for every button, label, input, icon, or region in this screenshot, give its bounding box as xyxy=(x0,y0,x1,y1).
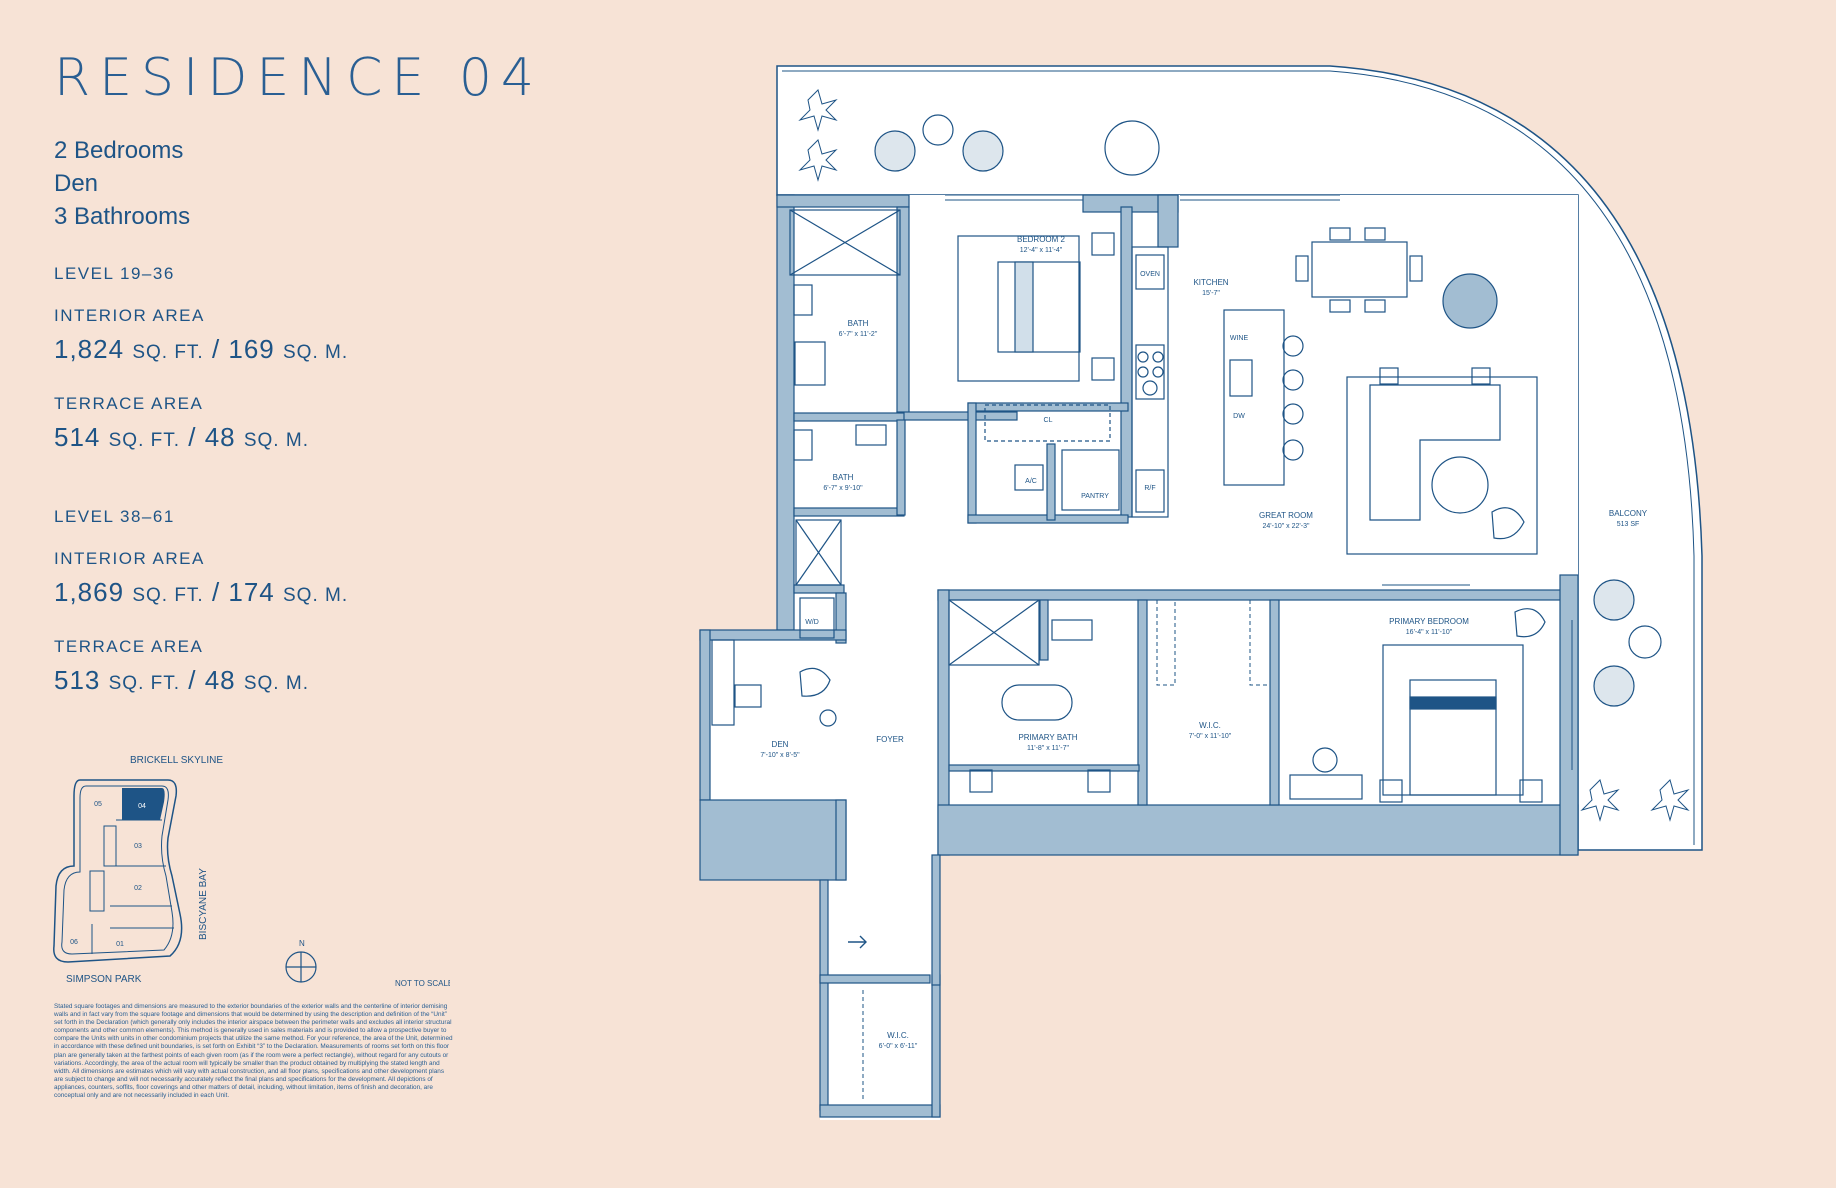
room-dimensions: 15'-7" xyxy=(1202,290,1220,297)
entry-arrow-icon xyxy=(848,935,867,949)
fixture-label: CL xyxy=(1044,417,1053,424)
key-plan-inner xyxy=(61,785,174,955)
room-name: W.I.C. xyxy=(1199,721,1221,730)
terrace xyxy=(776,65,1703,851)
walls xyxy=(699,194,1579,1118)
bar-stools xyxy=(1282,335,1304,461)
bedroom-count: 2 Bedrooms xyxy=(54,137,184,164)
room-dimensions: 16'-4" x 11'-10" xyxy=(1406,629,1453,636)
page-title: RESIDENCE 04 xyxy=(54,48,543,108)
room-dimensions: 24'-10" x 22'-3" xyxy=(1263,523,1310,530)
scale-note: NOT TO SCALE xyxy=(395,979,450,988)
unit-summary: 2 Bedrooms Den 3 Bathrooms xyxy=(54,134,190,233)
terrace-railing xyxy=(782,70,1695,845)
plant-icon xyxy=(798,89,1690,822)
room-name: FOYER xyxy=(876,735,904,744)
key-plan-unit-label: 05 xyxy=(94,801,102,808)
interior-area-label: INTERIOR AREA xyxy=(54,306,205,325)
shower-icon xyxy=(789,209,1040,666)
room-name: PRIMARY BEDROOM xyxy=(1389,617,1469,626)
bed-icon xyxy=(957,232,1115,382)
room-dimensions: 513 SF xyxy=(1617,521,1640,528)
room-dimensions: 12'-4" x 11'-4" xyxy=(1020,247,1063,254)
dining-table-icon xyxy=(1295,227,1423,313)
curtain-wall xyxy=(1339,194,1579,557)
room-name: KITCHEN xyxy=(1193,278,1228,287)
sofa-icon xyxy=(1346,367,1538,555)
key-plan-side-label: BISCYANE BAY xyxy=(198,868,209,940)
interior-area-label: INTERIOR AREA xyxy=(54,549,205,568)
key-plan-unit-label: 03 xyxy=(134,843,142,850)
fixture-label: R/F xyxy=(1144,485,1155,492)
interior-floor xyxy=(777,195,1578,850)
bathroom-count: 3 Bathrooms xyxy=(54,203,191,230)
room-dimensions: 7'-10" x 8'-5" xyxy=(760,752,800,759)
room-dimensions: 6'-7" x 11'-2" xyxy=(839,331,878,338)
room-dimensions: 6'-0" x 6'-11" xyxy=(879,1043,918,1050)
disclaimer-text: Stated square footages and dimensions ar… xyxy=(54,1003,453,1100)
level-range: LEVEL 38–61 xyxy=(54,507,175,526)
interior-area-value: 1,824 SQ. FT. / 169 SQ. M. xyxy=(54,334,349,364)
toilet-icon xyxy=(793,284,1111,793)
fixture-label: OVEN xyxy=(1140,271,1160,278)
terrace-area-value: 513 SQ. FT. / 48 SQ. M. xyxy=(54,665,309,695)
room-name: PRIMARY BATH xyxy=(1018,733,1077,742)
room-dimensions: 11'-8" x 11'-7" xyxy=(1027,745,1070,752)
terrace-area-value: 514 SQ. FT. / 48 SQ. M. xyxy=(54,422,309,452)
wic-shelving xyxy=(862,600,1270,1100)
cooktop-icon xyxy=(1137,351,1164,396)
fixture-label: A/C xyxy=(1025,478,1037,485)
foyer-floor xyxy=(820,850,940,1120)
room-name: BATH xyxy=(848,319,869,328)
key-plan-unit-highlight xyxy=(122,788,165,820)
room-name: GREAT ROOM xyxy=(1259,511,1313,520)
room-dimensions: 7'-0" x 11'-10" xyxy=(1189,733,1232,740)
key-plan-bottom-label: SIMPSON PARK xyxy=(66,974,142,985)
north-arrow-icon xyxy=(285,951,317,983)
round-table-icon xyxy=(1442,273,1498,329)
fixture-label: PANTRY xyxy=(1081,493,1109,500)
fixture-label: WINE xyxy=(1230,335,1249,342)
room-name: BEDROOM 2 xyxy=(1017,235,1066,244)
room-name: BALCONY xyxy=(1609,509,1648,518)
den-floor xyxy=(700,630,850,880)
interior-area-value: 1,869 SQ. FT. / 174 SQ. M. xyxy=(54,577,349,607)
windows xyxy=(945,194,1573,770)
key-plan: BRICKELL SKYLINE 05 04 03 02 06 01 BISCY… xyxy=(53,756,450,988)
fixture-label: DW xyxy=(1233,413,1245,420)
desk-icon xyxy=(711,639,837,727)
terrace-area-label: TERRACE AREA xyxy=(54,637,204,656)
kitchen-cabinets xyxy=(1131,246,1285,518)
north-label: N xyxy=(299,939,305,948)
terrace-chair-icon xyxy=(874,114,1662,707)
den-label: Den xyxy=(54,170,99,197)
key-plan-unit-label: 02 xyxy=(134,885,142,892)
level-range: LEVEL 19–36 xyxy=(54,264,175,283)
fixture-label: W/D xyxy=(805,619,819,626)
key-plan-core xyxy=(103,825,117,867)
key-plan-unit-label: 01 xyxy=(116,941,124,948)
room-name: BATH xyxy=(833,473,854,482)
key-plan-top-label: BRICKELL SKYLINE xyxy=(130,756,223,766)
key-plan-unit-label: 06 xyxy=(70,939,78,946)
room-dimensions: 6'-7" x 9'-10" xyxy=(823,485,863,492)
room-name: DEN xyxy=(772,740,789,749)
key-plan-unit-label: 04 xyxy=(138,803,146,810)
key-plan-core xyxy=(89,870,105,912)
key-plan-outline xyxy=(53,779,183,963)
room-name: W.I.C. xyxy=(887,1031,909,1040)
ac-pantry xyxy=(799,404,1120,639)
bed-icon xyxy=(1289,608,1546,803)
terrace-area-label: TERRACE AREA xyxy=(54,394,204,413)
